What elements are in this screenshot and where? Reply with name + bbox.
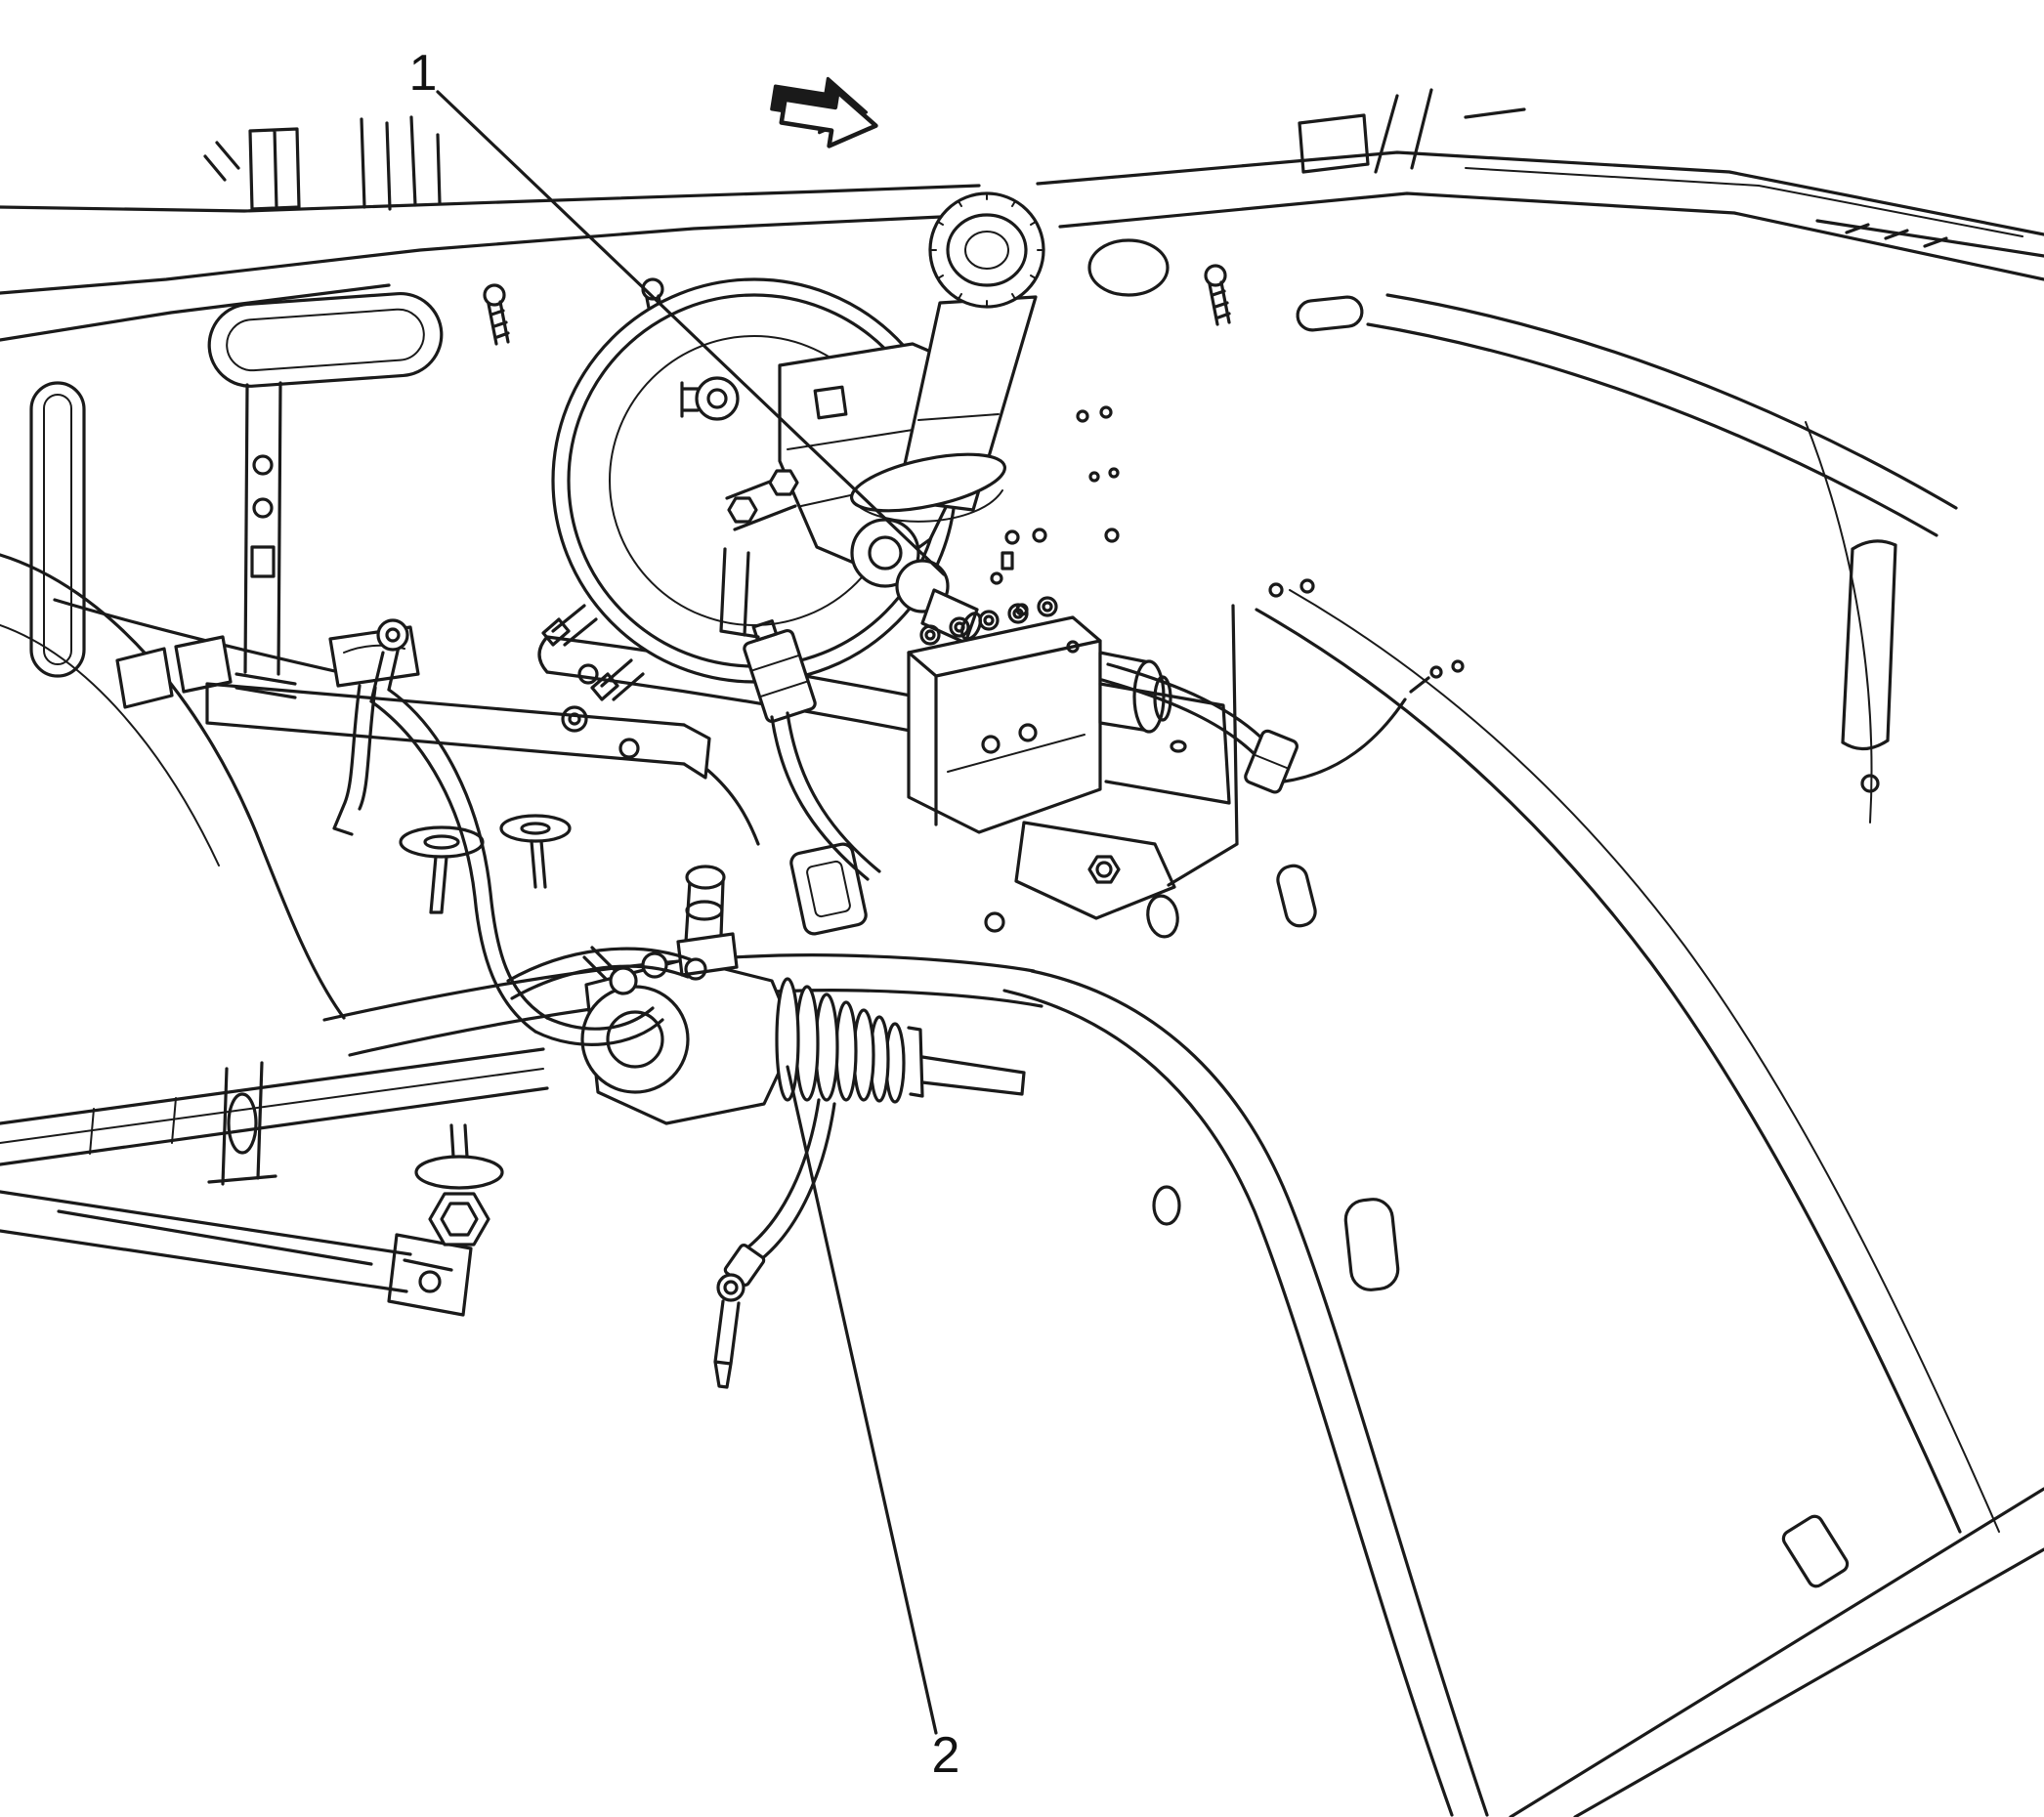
- cowl-lower-edge: [322, 953, 1036, 1022]
- callout-2-label: 2: [932, 1727, 960, 1784]
- flange-nut: [727, 496, 758, 524]
- support-rail: [205, 682, 686, 766]
- booster-stud: [590, 658, 645, 701]
- left-wheelhouse: [0, 553, 346, 1020]
- left-structure: [0, 553, 1043, 1057]
- firewall-holes: [990, 405, 1315, 753]
- crossmember: [0, 1190, 412, 1293]
- screw-icon: [1204, 264, 1231, 326]
- fender-lines: [1366, 293, 1958, 537]
- grommet-plate: [789, 842, 868, 936]
- tape-flag: [174, 635, 233, 694]
- check-valve: [695, 376, 740, 421]
- booster-connector: [743, 619, 817, 724]
- harness-connector: [1244, 729, 1299, 794]
- callout-1-leader: [436, 90, 946, 576]
- master-cylinder-reservoir: [725, 191, 1045, 645]
- frame-slot: [1343, 1198, 1400, 1291]
- wheel-arch: [1030, 969, 1489, 1817]
- harness-stubs: [360, 115, 442, 211]
- rack-mount-clamp: [207, 1061, 277, 1186]
- pillar-slot: [1841, 539, 1897, 751]
- abs-bracket: [1014, 821, 1176, 920]
- hood-ledge-capsule: [207, 291, 444, 388]
- screw-icon: [483, 283, 510, 346]
- flange-nut: [768, 469, 799, 496]
- mount-bolt: [428, 1192, 490, 1247]
- mount-washer: [414, 1155, 504, 1190]
- tie-rod: [920, 1055, 1026, 1096]
- cowl-bracket: [248, 127, 301, 211]
- cap-knurling: [929, 192, 1044, 308]
- rail-oval-hole: [1087, 238, 1170, 297]
- abs-module: [907, 596, 1231, 920]
- bellows-boot: [775, 977, 906, 1104]
- diagram-root: 1 2: [0, 45, 2044, 1817]
- steering-gear: [0, 865, 1026, 1317]
- corner-brace: [1509, 1487, 2044, 1817]
- washer: [399, 825, 485, 859]
- wire: [53, 598, 350, 676]
- power-steering-hoses: [369, 618, 836, 1389]
- left-slot: [29, 381, 86, 678]
- cowl-structure: [0, 115, 1231, 699]
- banjo-fitting: [376, 618, 409, 652]
- vertical-channel: [234, 381, 297, 699]
- callout-1-label: 1: [409, 45, 438, 102]
- booster-stud: [541, 604, 598, 647]
- wiring-harness: [743, 619, 1465, 881]
- washer: [499, 814, 572, 843]
- callout-2-leader: [786, 1065, 938, 1735]
- callout-1: 1: [409, 45, 946, 576]
- front-of-vehicle-direction-arrow-icon: [770, 76, 878, 148]
- rack-tube: [0, 1047, 549, 1166]
- callout-2: 2: [786, 1065, 960, 1784]
- bracket-bolt: [1087, 855, 1121, 884]
- rail-slot: [1296, 295, 1364, 332]
- port: [813, 385, 848, 420]
- right-structure: [984, 88, 2044, 1817]
- return-line: [745, 1098, 836, 1262]
- band-clamp: [849, 452, 1007, 513]
- tape-flag: [115, 647, 174, 709]
- input-shaft: [684, 879, 725, 944]
